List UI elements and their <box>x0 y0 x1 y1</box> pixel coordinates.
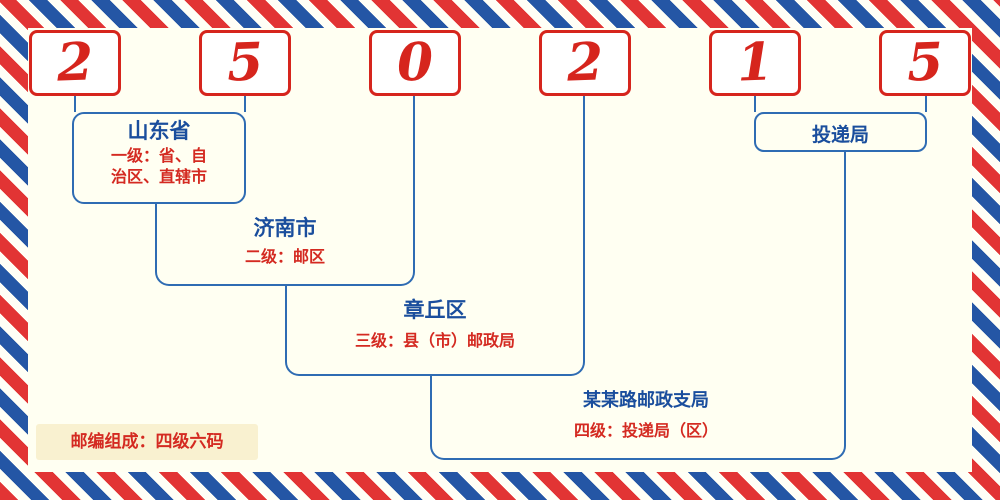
digit-4: 2 <box>565 31 605 94</box>
digit-5: 1 <box>735 31 775 94</box>
digit-2: 5 <box>225 31 265 94</box>
digit-box-1: 2 <box>29 30 121 96</box>
digit-box-5: 1 <box>709 30 801 96</box>
connector-line-digit3 <box>413 96 415 204</box>
level1-desc-line1: 一级：省、自 <box>110 148 207 165</box>
digit-box-6: 5 <box>879 30 971 96</box>
connector-line-digit2 <box>244 96 246 112</box>
digit-6: 5 <box>905 31 945 94</box>
level4-connector-riser <box>844 152 846 378</box>
connector-line-digit5 <box>754 96 756 112</box>
connector-line-digit4 <box>583 96 585 286</box>
digit-3: 0 <box>395 31 435 94</box>
delivery-office-name: 投递局 <box>811 125 869 146</box>
level3-desc: 三级：县（市）邮政局 <box>354 333 515 350</box>
level1-box <box>72 112 246 204</box>
level2-desc: 二级：邮区 <box>244 249 325 266</box>
delivery-office-box <box>754 112 927 152</box>
level1-desc: 一级：省、自 治区、直辖市 <box>72 146 246 188</box>
footer-note: 邮编组成：四级六码 <box>36 424 258 460</box>
level4-connector <box>430 376 846 460</box>
connector-line-digit6 <box>925 96 927 112</box>
digit-box-3: 0 <box>369 30 461 96</box>
level2-box <box>155 204 415 286</box>
level1-desc-line2: 治区、直辖市 <box>110 169 207 186</box>
level2-name: 济南市 <box>253 217 317 240</box>
digit-box-2: 5 <box>199 30 291 96</box>
digit-1: 2 <box>55 31 95 94</box>
level4-desc: 四级：投递局（区） <box>573 423 718 440</box>
level4-name: 某某路邮政支局 <box>583 390 709 410</box>
level3-box <box>285 286 585 376</box>
level1-name: 山东省 <box>127 120 191 143</box>
diagram-canvas <box>28 28 972 472</box>
digit-box-4: 2 <box>539 30 631 96</box>
level3-name: 章丘区 <box>403 299 467 322</box>
connector-line-digit1 <box>74 96 76 112</box>
